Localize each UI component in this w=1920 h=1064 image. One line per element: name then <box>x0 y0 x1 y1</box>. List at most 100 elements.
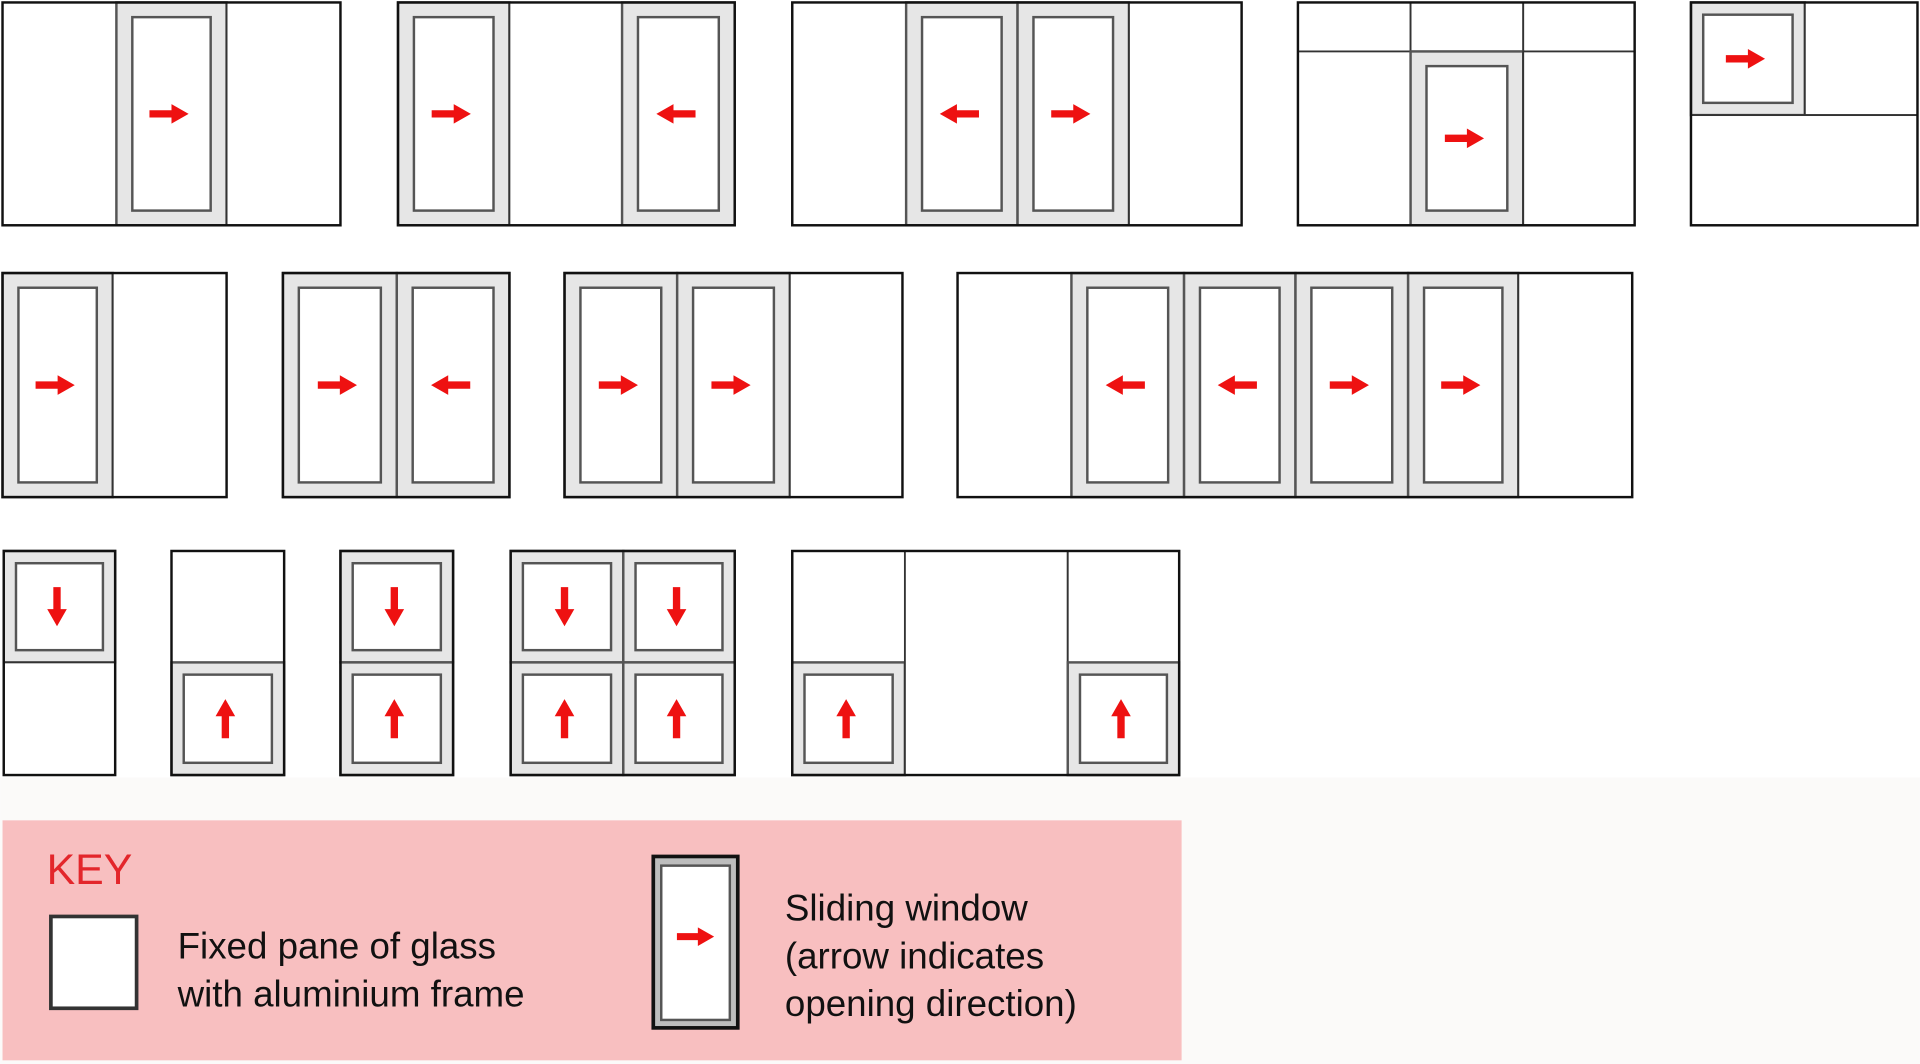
sliding-sash-right <box>1409 50 1525 227</box>
fixed-pane <box>1522 50 1636 227</box>
sliding-label-line1: Sliding window <box>785 888 1028 929</box>
outer-frame <box>1689 1 1919 227</box>
window-picture-with-hung-sides <box>791 549 1181 777</box>
sliding-window-sample-icon <box>651 854 740 1030</box>
fixed-pane <box>1066 550 1181 664</box>
sliding-sash-right <box>1689 1 1807 117</box>
fixed-pane <box>788 272 904 499</box>
arrow-right-icon <box>598 375 638 395</box>
outer-frame <box>791 549 1181 777</box>
key-panel: KEY Fixed pane of glass with aluminium f… <box>2 820 1182 1061</box>
sliding-sash-up <box>1066 661 1181 777</box>
arrow-up-icon <box>384 699 405 739</box>
arrow-down-icon <box>384 587 405 627</box>
fixed-pane <box>1 1 118 227</box>
fixed-pane <box>1522 1 1636 53</box>
arrow-up-icon <box>836 699 856 739</box>
fixed-pane <box>903 550 1069 776</box>
fixed-pane-label-line1: Fixed pane of glass <box>178 926 496 967</box>
arrow-left-icon <box>1105 375 1145 395</box>
window-transom-centre-slide <box>1296 1 1636 227</box>
sliding-sash-left <box>1070 271 1186 499</box>
fixed-pane <box>1297 1 1412 53</box>
fixed-pane <box>1803 1 1919 117</box>
sliding-sash-right <box>1406 271 1520 499</box>
arrow-down-icon <box>47 587 67 627</box>
arrow-up-icon <box>1111 699 1131 739</box>
arrow-left-icon <box>939 104 979 124</box>
arrow-right-icon <box>317 375 357 395</box>
window-fixed-four-slide-fixed <box>956 271 1634 499</box>
sliding-sash-right <box>115 1 228 227</box>
fixed-pane <box>170 550 286 664</box>
window-slide-slide-fixed <box>563 271 904 499</box>
arrow-right-icon <box>35 375 75 395</box>
sliding-label-line2: (arrow indicates <box>785 935 1044 976</box>
outer-frame <box>339 549 455 777</box>
window-corner-slide <box>1689 1 1919 227</box>
sliding-label-line3: opening direction) <box>785 983 1077 1024</box>
arrow-down-icon <box>554 587 575 627</box>
arrow-down-icon <box>666 587 687 627</box>
sliding-sash-left <box>904 1 1019 227</box>
fixed-pane <box>1517 272 1634 499</box>
arrow-right-icon <box>676 927 715 946</box>
sliding-sash-up <box>339 661 455 777</box>
arrow-right-icon <box>1051 104 1091 124</box>
window-top-slide-down <box>2 549 117 777</box>
outer-frame <box>563 271 904 499</box>
fixed-pane <box>225 1 342 227</box>
key-background <box>2 820 1182 1061</box>
sliding-sash-left <box>395 271 511 499</box>
fixed-pane <box>508 1 623 227</box>
outer-frame <box>956 271 1634 499</box>
sliding-sash-up <box>622 661 736 777</box>
fixed-pane <box>1690 114 1919 227</box>
sliding-sash-up <box>509 661 625 777</box>
arrow-left-icon <box>656 104 696 124</box>
outer-frame <box>2 549 117 777</box>
arrow-right-icon <box>1444 128 1485 149</box>
window-bottom-slide-up <box>170 549 286 777</box>
arrow-left-icon <box>1217 375 1257 395</box>
sliding-sash-right <box>396 1 511 227</box>
fixed-pane <box>1128 1 1243 227</box>
sliding-sash-left <box>620 1 736 227</box>
window-fixed-slide-slide-fixed <box>791 1 1243 227</box>
arrow-right-icon <box>431 104 471 124</box>
sliding-sash-down <box>339 549 455 664</box>
window-double-hung <box>339 549 455 777</box>
sliding-sash-up <box>791 661 907 777</box>
sliding-sash-down <box>622 549 736 664</box>
arrow-right-icon <box>711 375 751 395</box>
outer-frame <box>170 549 286 777</box>
outer-frame <box>509 549 736 777</box>
outer-frame <box>791 1 1243 227</box>
fixed-pane <box>956 272 1073 499</box>
sliding-sash-right <box>1016 1 1131 227</box>
fixed-pane <box>1409 1 1525 53</box>
outer-frame <box>396 1 736 227</box>
window-slide-fixed <box>1 271 228 499</box>
arrow-right-icon <box>1329 375 1369 395</box>
sliding-sash-down <box>509 549 625 664</box>
sliding-sash-right <box>1 271 114 499</box>
sliding-sash-up <box>170 661 286 777</box>
outer-frame <box>1 1 342 227</box>
arrow-up-icon <box>666 699 687 739</box>
fixed-pane <box>2 661 117 776</box>
fixed-pane-sample-icon <box>49 914 139 1011</box>
fixed-pane <box>791 550 906 664</box>
outer-frame <box>1296 1 1636 227</box>
arrow-up-icon <box>215 699 236 739</box>
outer-frame <box>281 271 511 499</box>
sliding-sash-right <box>1294 271 1410 499</box>
fixed-pane <box>1297 50 1412 227</box>
arrow-left-icon <box>431 375 471 395</box>
sliding-sash-right <box>563 271 679 499</box>
arrow-right-icon <box>1441 375 1481 395</box>
window-slide-fixed-slide <box>396 1 736 227</box>
window-fixed-slide-fixed <box>1 1 342 227</box>
window-double-hung-pair <box>509 549 736 777</box>
